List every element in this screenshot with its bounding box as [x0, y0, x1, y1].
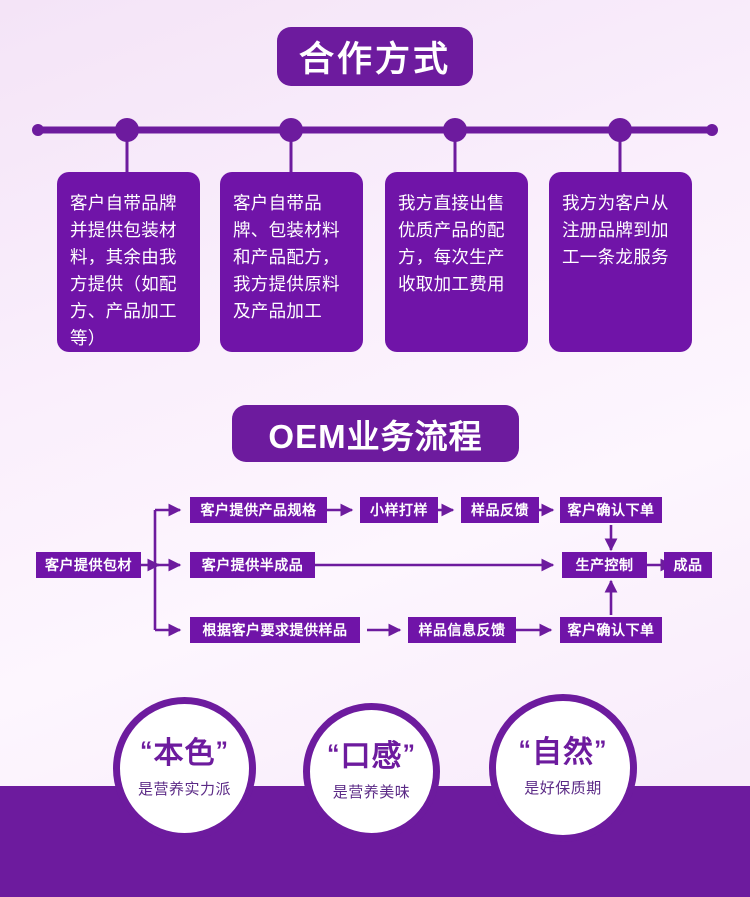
- feature-keyword: 自然: [532, 736, 594, 769]
- feature-subtitle: 是好保质期: [524, 780, 602, 797]
- feature-keyword-wrap: “本色”: [140, 736, 229, 770]
- flow-node-production-control: 生产控制: [562, 552, 647, 578]
- oem-flowchart: 客户提供包材 客户提供产品规格 小样打样 样品反馈 客户确认下单 客户提供半成品…: [0, 480, 750, 660]
- quote-close-mark: ”: [402, 739, 416, 768]
- feature-keyword-wrap: “自然”: [519, 738, 608, 768]
- feature-keyword-wrap: “口感”: [327, 739, 416, 773]
- cooperation-card: 我方直接出售优质产品的配方，每次生产收取加工费用: [385, 172, 528, 352]
- flow-node-row1-sample-feedback: 样品反馈: [461, 497, 539, 523]
- feature-circle: “口感” 是营养美味: [303, 703, 440, 840]
- flow-node-row3-order-confirm: 客户确认下单: [560, 617, 662, 643]
- quote-close-mark: ”: [594, 736, 608, 764]
- flow-node-row1-order-confirm: 客户确认下单: [560, 497, 662, 523]
- flow-node-row1-sample-making: 小样打样: [360, 497, 438, 523]
- feature-circle: “自然” 是好保质期: [489, 694, 637, 842]
- quote-open-mark: “: [140, 736, 154, 765]
- flow-node-finished-product: 成品: [664, 552, 712, 578]
- feature-circle: “本色” 是营养实力派: [113, 697, 256, 840]
- flow-node-row3-sample-by-request: 根据客户要求提供样品: [190, 617, 360, 643]
- feature-subtitle: 是营养实力派: [137, 780, 231, 798]
- cooperation-card: 我方为客户从注册品牌到加工一条龙服务: [549, 172, 692, 352]
- cooperation-card: 客户自带品牌、包装材料和产品配方，我方提供原料及产品加工: [220, 172, 363, 352]
- flow-node-row3-sample-info-feedback: 样品信息反馈: [408, 617, 516, 643]
- timeline-connector: [32, 118, 718, 173]
- feature-keyword: 口感: [340, 739, 403, 773]
- flow-node-start: 客户提供包材: [36, 552, 141, 578]
- flowchart-connectors: [141, 503, 674, 637]
- quote-close-mark: ”: [215, 736, 229, 765]
- oem-section-title: OEM业务流程: [232, 405, 519, 462]
- flow-node-row1-spec: 客户提供产品规格: [190, 497, 327, 523]
- quote-open-mark: “: [327, 739, 341, 768]
- cooperation-card: 客户自带品牌并提供包装材料，其余由我方提供（如配方、产品加工等）: [57, 172, 200, 352]
- quote-open-mark: “: [518, 736, 532, 764]
- feature-subtitle: 是营养美味: [332, 783, 411, 801]
- feature-keyword: 本色: [153, 736, 216, 770]
- flow-node-row2-semi-finished: 客户提供半成品: [190, 552, 315, 578]
- cooperation-section-title: 合作方式: [277, 27, 473, 86]
